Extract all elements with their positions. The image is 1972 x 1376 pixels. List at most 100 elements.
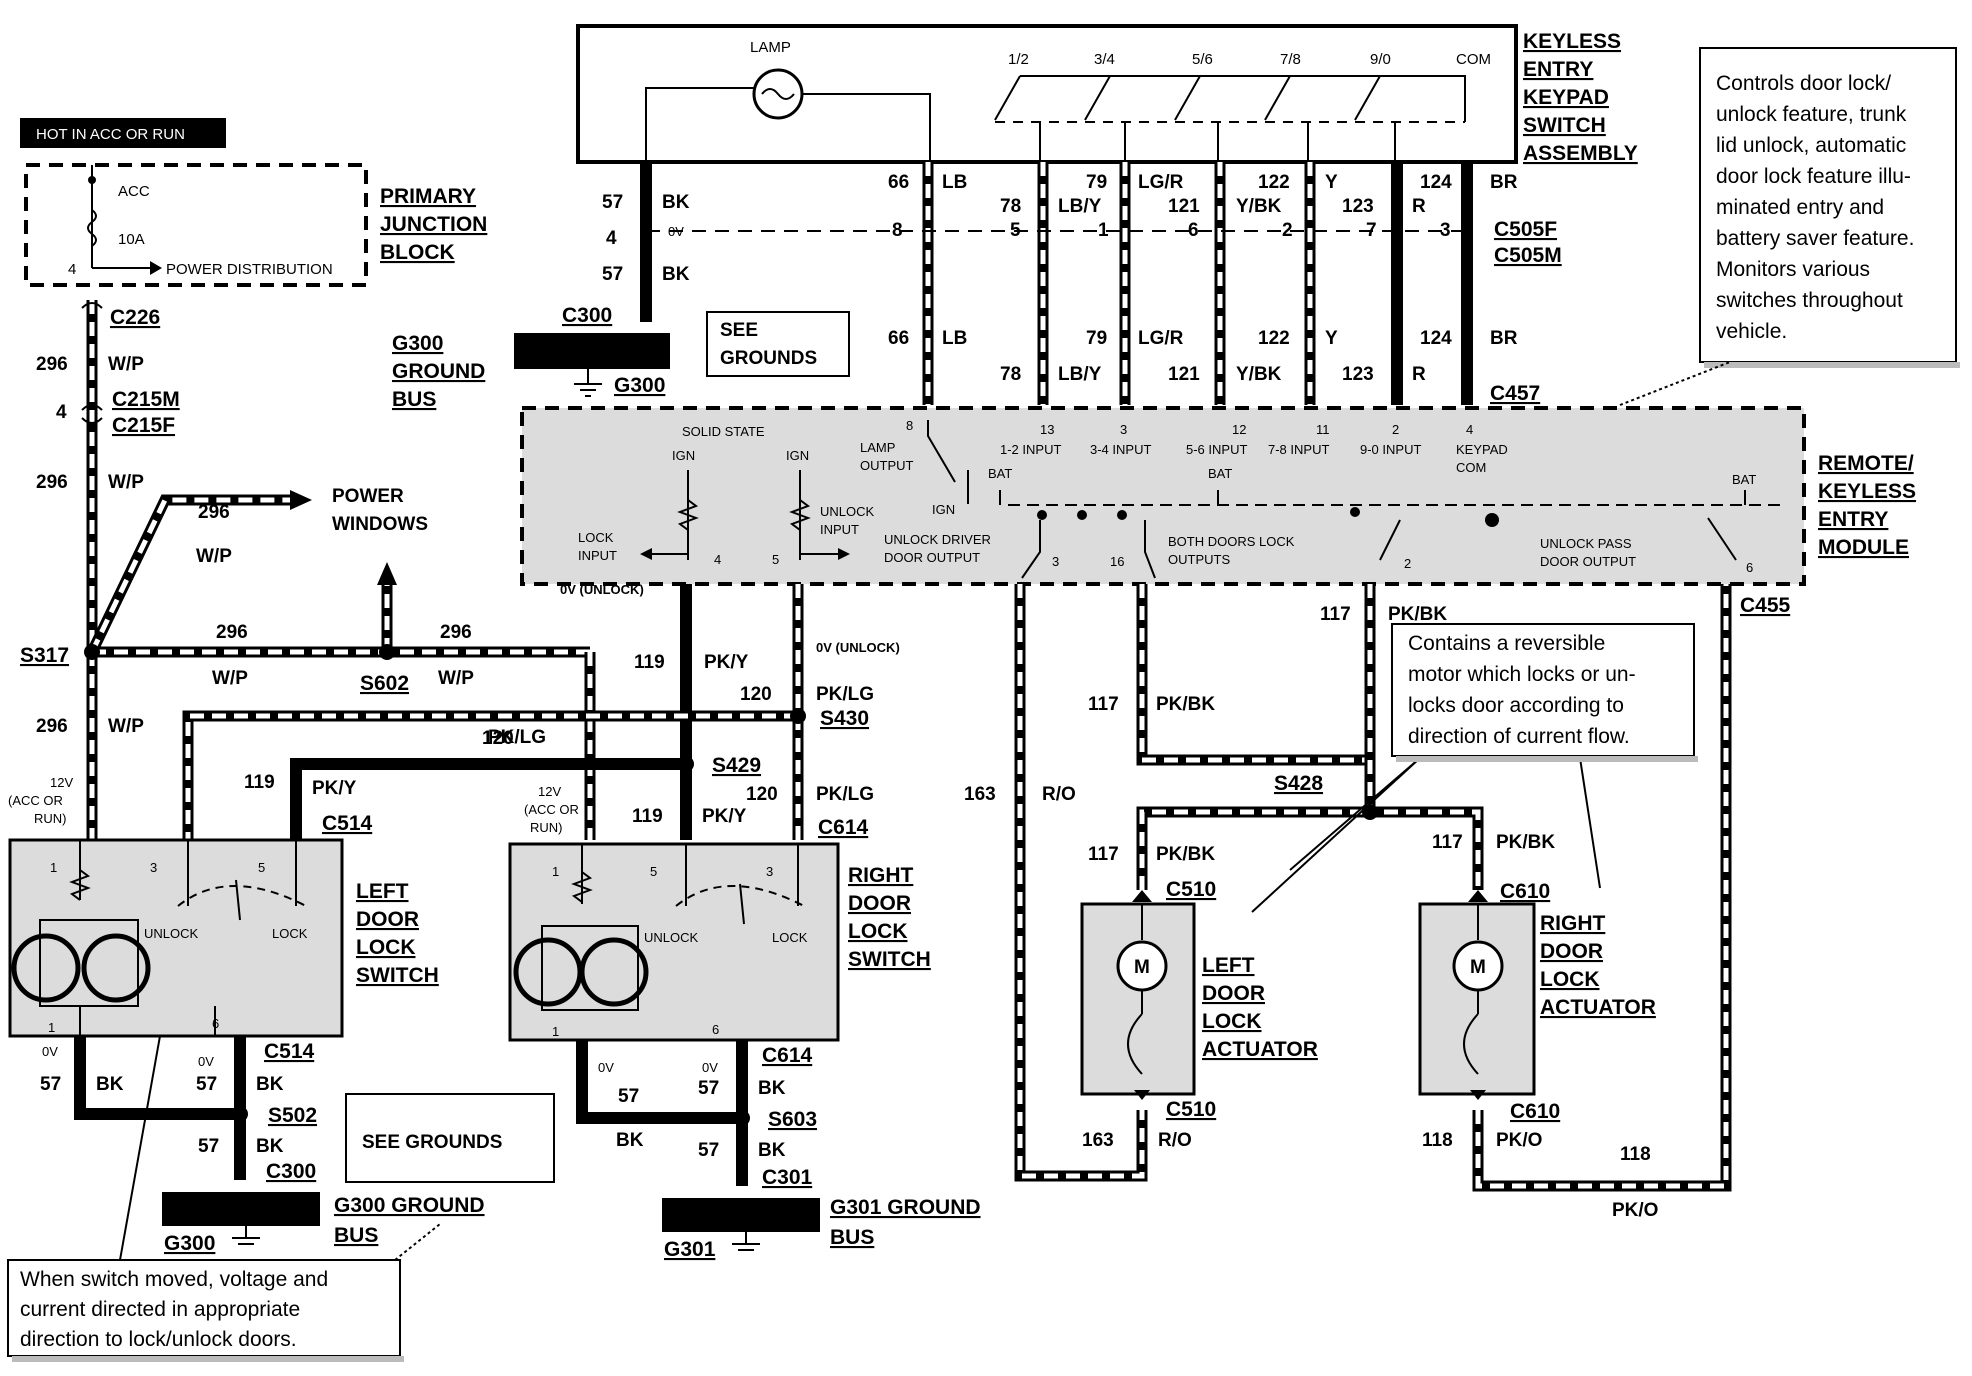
svg-text:G301 GROUND: G301 GROUND (830, 1196, 981, 1219)
svg-text:0V: 0V (668, 224, 684, 239)
svg-text:BK: BK (256, 1074, 284, 1095)
svg-text:9/0: 9/0 (1370, 51, 1391, 68)
svg-text:122: 122 (1258, 172, 1290, 193)
svg-text:M: M (1470, 957, 1486, 978)
svg-text:122: 122 (1258, 328, 1290, 349)
svg-text:6: 6 (712, 1022, 719, 1037)
svg-text:KEYPAD: KEYPAD (1456, 442, 1508, 457)
svg-text:DOOR: DOOR (1540, 940, 1603, 963)
svg-text:3: 3 (766, 864, 773, 879)
svg-text:3: 3 (1440, 220, 1451, 241)
svg-text:GROUNDS: GROUNDS (720, 348, 817, 369)
svg-text:W/P: W/P (196, 546, 232, 567)
svg-text:SEE: SEE (720, 320, 758, 341)
svg-text:C300: C300 (562, 304, 612, 327)
svg-text:direction of current flow.: direction of current flow. (1408, 725, 1630, 748)
svg-text:S428: S428 (1274, 772, 1323, 795)
svg-text:PK/LG: PK/LG (816, 684, 874, 705)
svg-text:BR: BR (1490, 172, 1518, 193)
svg-text:7/8: 7/8 (1280, 51, 1301, 68)
svg-text:LAMP: LAMP (750, 39, 791, 56)
svg-text:LEFT: LEFT (356, 880, 409, 903)
svg-text:PK/Y: PK/Y (702, 806, 747, 827)
svg-text:C610: C610 (1500, 880, 1550, 903)
svg-text:UNLOCK: UNLOCK (644, 930, 699, 945)
svg-text:BK: BK (662, 264, 690, 285)
svg-text:0V (UNLOCK): 0V (UNLOCK) (560, 582, 644, 597)
svg-text:12: 12 (1232, 422, 1246, 437)
svg-text:123: 123 (1342, 364, 1374, 385)
svg-text:R/O: R/O (1158, 1130, 1192, 1151)
svg-text:door lock feature illu-: door lock feature illu- (1716, 165, 1911, 188)
svg-text:120: 120 (746, 784, 778, 805)
svg-text:DOOR OUTPUT: DOOR OUTPUT (884, 550, 980, 565)
svg-text:LOCK: LOCK (772, 930, 808, 945)
remote-keyless-entry-module: REMOTE/ KEYLESS ENTRY MODULE SOLID STATE… (520, 406, 1916, 597)
svg-text:INPUT: INPUT (820, 522, 859, 537)
svg-text:UNLOCK PASS: UNLOCK PASS (1540, 536, 1632, 551)
svg-text:motor which locks or un-: motor which locks or un- (1408, 663, 1636, 686)
svg-text:117: 117 (1088, 844, 1119, 865)
svg-text:C514: C514 (264, 1040, 315, 1063)
svg-text:BAT: BAT (1208, 466, 1232, 481)
svg-text:7-8 INPUT: 7-8 INPUT (1268, 442, 1329, 457)
svg-text:UNLOCK DRIVER: UNLOCK DRIVER (884, 532, 991, 547)
svg-text:5: 5 (772, 552, 779, 567)
svg-text:LOCK: LOCK (356, 936, 416, 959)
svg-text:296: 296 (36, 472, 68, 493)
svg-text:(ACC OR: (ACC OR (8, 793, 63, 808)
svg-text:8: 8 (892, 220, 903, 241)
svg-text:3/4: 3/4 (1094, 51, 1115, 68)
hot-in-acc-text: HOT IN ACC OR RUN (36, 126, 185, 143)
svg-text:118: 118 (1620, 1144, 1651, 1165)
svg-text:DOOR: DOOR (1202, 982, 1265, 1005)
svg-text:6: 6 (1188, 220, 1199, 241)
svg-text:lid unlock, automatic: lid unlock, automatic (1716, 134, 1906, 157)
svg-text:C610: C610 (1510, 1100, 1560, 1123)
module-description-note: Controls door lock/ unlock feature, trun… (1619, 47, 1960, 406)
svg-text:BK: BK (96, 1074, 124, 1095)
svg-text:PK/BK: PK/BK (1496, 832, 1555, 853)
svg-text:9-0 INPUT: 9-0 INPUT (1360, 442, 1421, 457)
svg-text:66: 66 (888, 172, 909, 193)
svg-text:79: 79 (1086, 172, 1107, 193)
svg-text:PK/BK: PK/BK (1156, 694, 1215, 715)
svg-text:5: 5 (258, 860, 265, 875)
svg-text:57: 57 (618, 1086, 639, 1107)
left-door-lock-switch: 1 3 5 UNLOCK LOCK 1 6 LEFT DOOR LOCK SWI… (8, 838, 555, 1255)
svg-text:(ACC OR: (ACC OR (524, 802, 579, 817)
svg-text:UNLOCK: UNLOCK (820, 504, 875, 519)
svg-text:296: 296 (36, 354, 68, 375)
svg-text:57: 57 (196, 1074, 217, 1095)
svg-text:296: 296 (440, 622, 472, 643)
svg-text:S317: S317 (20, 644, 69, 667)
svg-text:MODULE: MODULE (1818, 536, 1909, 559)
svg-text:W/P: W/P (108, 716, 144, 737)
svg-text:6: 6 (1746, 560, 1753, 575)
svg-text:1: 1 (552, 864, 559, 879)
svg-text:C614: C614 (762, 1044, 813, 1067)
svg-text:current directed in appropriat: current directed in appropriate (20, 1298, 300, 1321)
svg-text:LOCK: LOCK (578, 530, 614, 545)
pjb-outline (24, 163, 368, 287)
svg-text:1-2 INPUT: 1-2 INPUT (1000, 442, 1061, 457)
svg-text:COM: COM (1456, 51, 1491, 68)
svg-text:BK: BK (616, 1130, 644, 1151)
svg-text:BUS: BUS (392, 388, 436, 411)
svg-text:KEYLESS: KEYLESS (1523, 30, 1621, 53)
svg-text:296: 296 (198, 502, 230, 523)
splice-s317 (84, 644, 100, 660)
svg-text:G300: G300 (614, 374, 665, 397)
svg-text:ENTRY: ENTRY (1523, 58, 1593, 81)
svg-text:OUTPUTS: OUTPUTS (1168, 552, 1230, 567)
svg-text:BK: BK (758, 1140, 786, 1161)
svg-text:KEYPAD: KEYPAD (1523, 86, 1609, 109)
svg-text:Y/BK: Y/BK (1236, 364, 1282, 385)
svg-text:minated entry and: minated entry and (1716, 196, 1884, 219)
svg-text:BR: BR (1490, 328, 1518, 349)
svg-text:LAMP: LAMP (860, 440, 895, 455)
svg-text:REMOTE/: REMOTE/ (1818, 452, 1914, 475)
svg-text:3: 3 (1052, 554, 1059, 569)
svg-text:0V (UNLOCK): 0V (UNLOCK) (816, 640, 900, 655)
wires-119-120: 119 PK/Y 0V (UNLOCK) 120 PK/LG S430 120 … (182, 584, 900, 840)
